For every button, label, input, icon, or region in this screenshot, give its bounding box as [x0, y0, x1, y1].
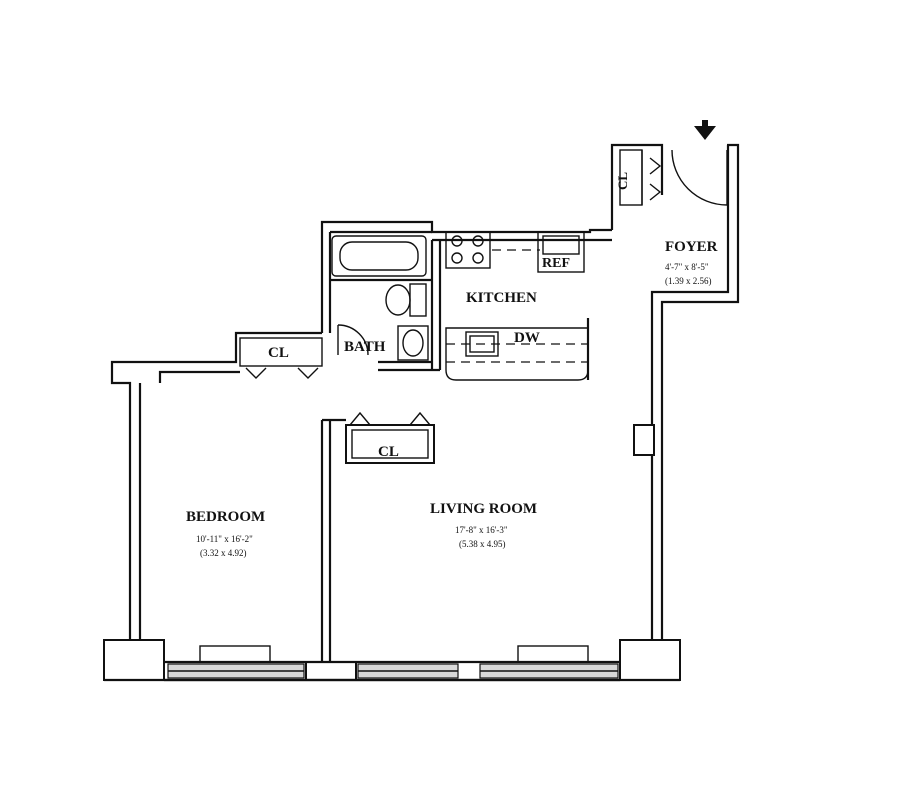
- outer-walls: [103, 143, 740, 682]
- refrigerator-label: REF: [542, 256, 570, 271]
- foyer-dimensions-metric: (1.39 x 2.56): [665, 276, 712, 286]
- foyer-label: FOYER: [665, 239, 718, 255]
- bedroom-closet-label: CL: [268, 345, 289, 361]
- interior-walls: [320, 240, 655, 662]
- entry-arrow-icon: [694, 120, 716, 140]
- bedroom-dimensions-metric: (3.32 x 4.92): [200, 548, 247, 558]
- bath-fixtures: [331, 235, 429, 361]
- living-room-dimensions: 17'-8" x 16'-3": [455, 525, 508, 535]
- living-room-dimensions-metric: (5.38 x 4.95): [459, 539, 506, 549]
- windows: [167, 645, 619, 679]
- bedroom-label: BEDROOM: [186, 509, 265, 525]
- living-closet: [345, 411, 435, 464]
- entry-door: [671, 149, 728, 206]
- foyer-dimensions: 4'-7" x 8'-5": [665, 262, 709, 272]
- kitchen-fixtures: [445, 231, 590, 381]
- foyer-closet-label: CL: [615, 172, 630, 190]
- bedroom-closet: [239, 337, 323, 379]
- bedroom-dimensions: 10'-11" x 16'-2": [196, 534, 253, 544]
- living-room-label: LIVING ROOM: [430, 501, 537, 517]
- kitchen-label: KITCHEN: [466, 290, 537, 306]
- bath-label: BATH: [344, 339, 386, 355]
- living-closet-label: CL: [378, 444, 399, 460]
- foyer-closet: [619, 149, 662, 206]
- dishwasher-label: DW: [514, 330, 540, 346]
